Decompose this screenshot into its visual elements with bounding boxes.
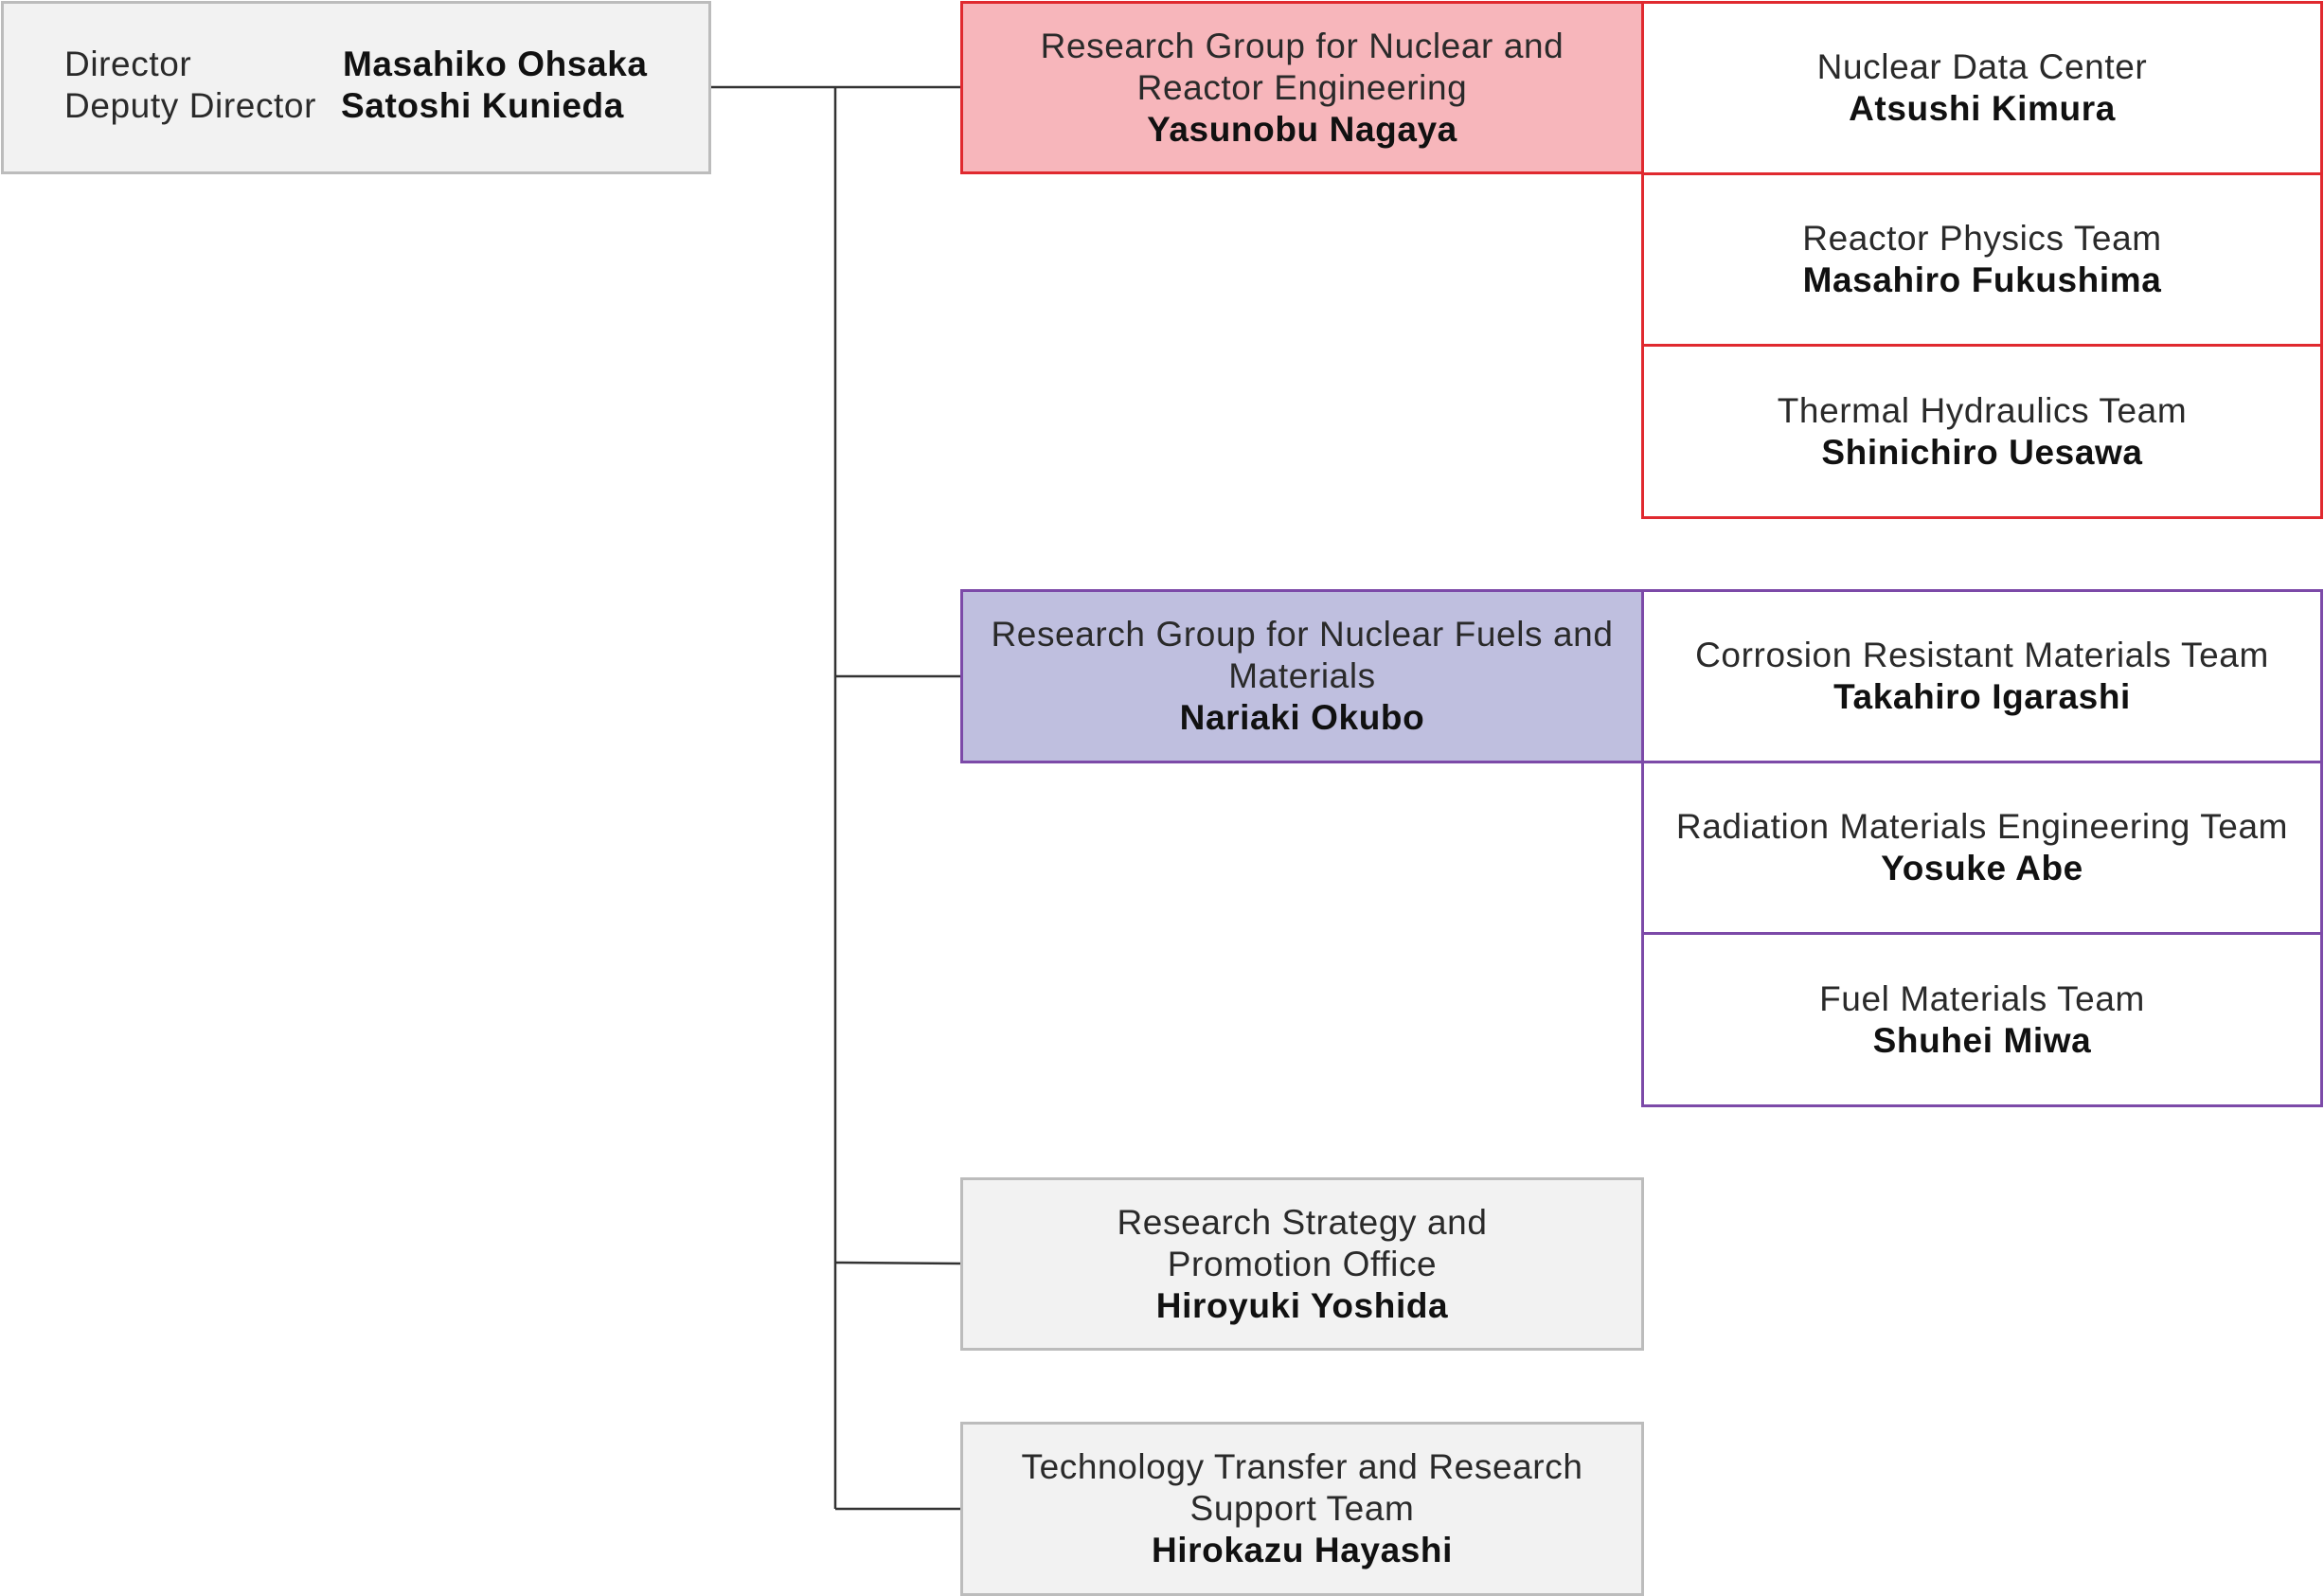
team-leader: Yosuke Abe [1881,849,2083,888]
team-reactor-physics: Reactor Physics Team Masahiro Fukushima [1641,172,2323,347]
team-corrosion-resistant-materials: Corrosion Resistant Materials Team Takah… [1641,589,2323,763]
team-leader: Masahiro Fukushima [1802,260,2162,299]
office-technology-transfer-support: Technology Transfer and Research Support… [960,1422,1644,1596]
team-title: Thermal Hydraulics Team [1777,390,2188,430]
team-fuel-materials: Fuel Materials Team Shuhei Miwa [1641,932,2323,1107]
group-leader: Yasunobu Nagaya [1147,109,1457,149]
deputy-director-row: Deputy Director [64,85,316,127]
team-leader: Shinichiro Uesawa [1821,432,2143,472]
team-title: Reactor Physics Team [1802,219,2162,258]
group-title-line1: Research Group for Nuclear and [1040,26,1564,65]
office-title-line2: Promotion Office [1167,1244,1438,1283]
team-thermal-hydraulics: Thermal Hydraulics Team Shinichiro Uesaw… [1641,344,2323,519]
group-nuclear-reactor-engineering: Research Group for Nuclear and Reactor E… [960,1,1644,174]
director-label: Director [64,45,192,83]
team-leader: Takahiro Igarashi [1833,677,2131,716]
office-title-line1: Technology Transfer and Research [1021,1447,1583,1486]
deputy-director-label: Deputy Director [64,86,317,125]
group-leader: Nariaki Okubo [1179,698,1425,737]
office-title-line2: Support Team [1189,1489,1415,1528]
group-title-line2: Materials [1228,656,1376,695]
office-leader: Hirokazu Hayashi [1151,1531,1454,1569]
office-leader: Hiroyuki Yoshida [1155,1285,1449,1325]
group-nuclear-fuels-materials: Research Group for Nuclear Fuels and Mat… [960,589,1644,763]
director-row: Director [64,44,191,85]
office-research-strategy-promotion: Research Strategy and Promotion Office H… [960,1177,1644,1351]
director-name: Masahiko Ohsaka [343,45,648,83]
deputy-director-name: Satoshi Kunieda [341,86,624,125]
team-leader: Atsushi Kimura [1849,89,2116,128]
team-title: Radiation Materials Engineering Team [1675,807,2289,846]
group-title-line2: Reactor Engineering [1136,67,1468,107]
team-leader: Shuhei Miwa [1872,1020,2092,1060]
office-title-line1: Research Strategy and [1117,1202,1488,1242]
team-radiation-materials-engineering: Radiation Materials Engineering Team Yos… [1641,761,2323,935]
group-title-line1: Research Group for Nuclear Fuels and [991,615,1614,654]
team-title: Corrosion Resistant Materials Team [1695,636,2269,674]
team-nuclear-data-center: Nuclear Data Center Atsushi Kimura [1641,1,2323,175]
branch-strategy-office [834,1261,962,1265]
director-box: Director Masahiko Ohsaka Deputy Director… [1,1,711,174]
team-title: Nuclear Data Center [1816,47,2148,86]
team-title: Fuel Materials Team [1819,978,2145,1018]
